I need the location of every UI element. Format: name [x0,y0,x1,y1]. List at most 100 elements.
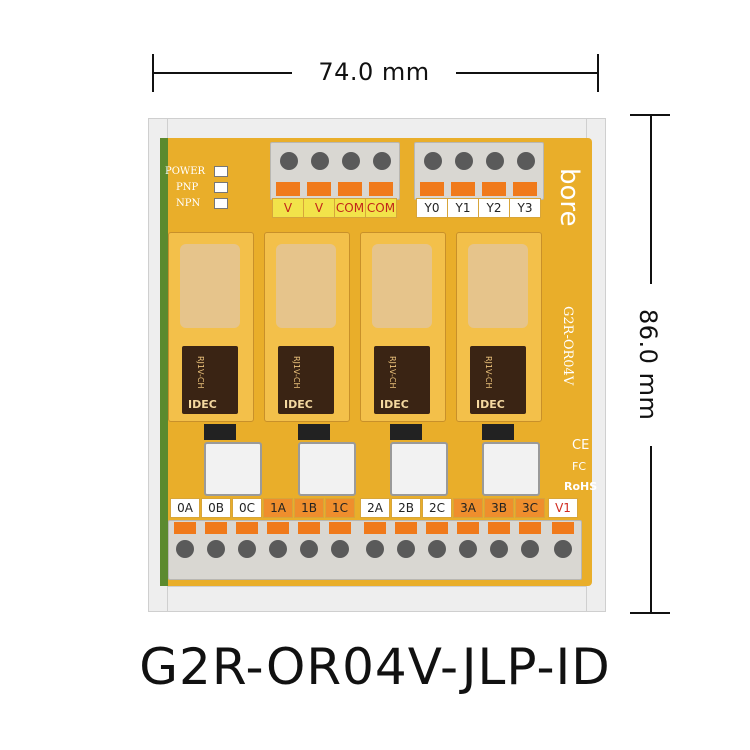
terminal-lever[interactable] [329,522,351,534]
bottom-label-3b: 3B [484,498,514,518]
bottom-label-1b: 1B [294,498,324,518]
terminal-lever[interactable] [205,522,227,534]
top-right-label: Y0 [416,198,448,218]
terminal-lever[interactable] [426,522,448,534]
transistor [204,424,236,440]
transistor [298,424,330,440]
terminal-hole [176,540,194,558]
terminal-lever[interactable] [482,182,506,196]
terminal-hole [300,540,318,558]
terminal-lever[interactable] [174,522,196,534]
terminal-hole [366,540,384,558]
led-label-pnp: PNP [176,182,199,193]
terminal-hole [486,152,504,170]
led-label-power: POWER [165,166,206,177]
terminal-lever[interactable] [552,522,574,534]
top-left-label: COM [334,198,366,218]
transistor [390,424,422,440]
terminal-lever[interactable] [488,522,510,534]
relay-socket-connector [390,442,448,496]
height-dimension-label: 86.0 mm [634,309,662,421]
width-dimension-right-cap [597,54,599,92]
ce-mark: CE [572,438,590,453]
terminal-hole [428,540,446,558]
din-rail-bottom [148,586,606,612]
height-dimension-line-top [650,114,652,284]
model-silkscreen: G2R-OR04V [560,306,575,386]
model-name: G2R-OR04V-JLP-ID [139,638,611,696]
terminal-lever[interactable] [457,522,479,534]
bottom-label-v1: V1 [548,498,578,518]
top-right-label: Y1 [447,198,479,218]
relay-part-text: RJ1V-CH [196,356,205,389]
top-left-label: COM [365,198,397,218]
terminal-lever[interactable] [276,182,300,196]
terminal-hole [517,152,535,170]
terminal-hole [455,152,473,170]
bottom-label-2c: 2C [422,498,452,518]
terminal-hole [373,152,391,170]
relay-coil [470,346,526,414]
width-dimension-line-left [152,72,292,74]
top-left-label: V [303,198,335,218]
relay-contact-cover [180,244,240,328]
din-rail-top [148,118,606,140]
relay-board: POWER PNP NPN V V COM COM Y0 Y1 Y2 Y3 bo… [148,118,606,612]
bottom-label-1c: 1C [325,498,355,518]
relay-socket-connector [482,442,540,496]
terminal-lever[interactable] [395,522,417,534]
relay-coil [374,346,430,414]
bottom-label-0c: 0C [232,498,262,518]
relay-contact-cover [372,244,432,328]
brand-logo: bore [554,168,584,227]
terminal-hole [459,540,477,558]
terminal-hole [238,540,256,558]
relay-contact-cover [276,244,336,328]
height-dimension-line-bottom [650,446,652,614]
terminal-hole [342,152,360,170]
terminal-hole [397,540,415,558]
terminal-lever[interactable] [519,522,541,534]
terminal-lever[interactable] [236,522,258,534]
terminal-hole [424,152,442,170]
bottom-label-0a: 0A [170,498,200,518]
bottom-label-3c: 3C [515,498,545,518]
terminal-lever[interactable] [513,182,537,196]
terminal-hole [554,540,572,558]
bottom-label-0b: 0B [201,498,231,518]
power-led-icon [214,166,228,177]
bottom-label-1a: 1A [263,498,293,518]
terminal-lever[interactable] [369,182,393,196]
top-left-label: V [272,198,304,218]
bottom-label-2b: 2B [391,498,421,518]
pcb-green-edge [160,138,168,586]
terminal-hole [331,540,349,558]
rohs-mark: RoHS [564,480,598,493]
terminal-lever[interactable] [298,522,320,534]
relay-socket-connector [204,442,262,496]
terminal-lever[interactable] [338,182,362,196]
top-right-label: Y3 [509,198,541,218]
bottom-label-3a: 3A [453,498,483,518]
relay-contact-cover [468,244,528,328]
pnp-led-icon [214,182,228,193]
terminal-hole [207,540,225,558]
fc-mark: FC [572,460,587,473]
terminal-lever[interactable] [307,182,331,196]
terminal-lever[interactable] [451,182,475,196]
terminal-hole [521,540,539,558]
bottom-label-2a: 2A [360,498,390,518]
terminal-lever[interactable] [364,522,386,534]
terminal-lever[interactable] [267,522,289,534]
relay-part-text: RJ1V-CH [388,356,397,389]
width-dimension-label: 74.0 mm [318,58,430,86]
terminal-hole [280,152,298,170]
relay-brand-text: IDEC [476,398,505,411]
terminal-hole [311,152,329,170]
relay-brand-text: IDEC [284,398,313,411]
led-label-npn: NPN [176,198,201,209]
terminal-hole [269,540,287,558]
relay-brand-text: IDEC [188,398,217,411]
relay-socket-connector [298,442,356,496]
terminal-lever[interactable] [420,182,444,196]
